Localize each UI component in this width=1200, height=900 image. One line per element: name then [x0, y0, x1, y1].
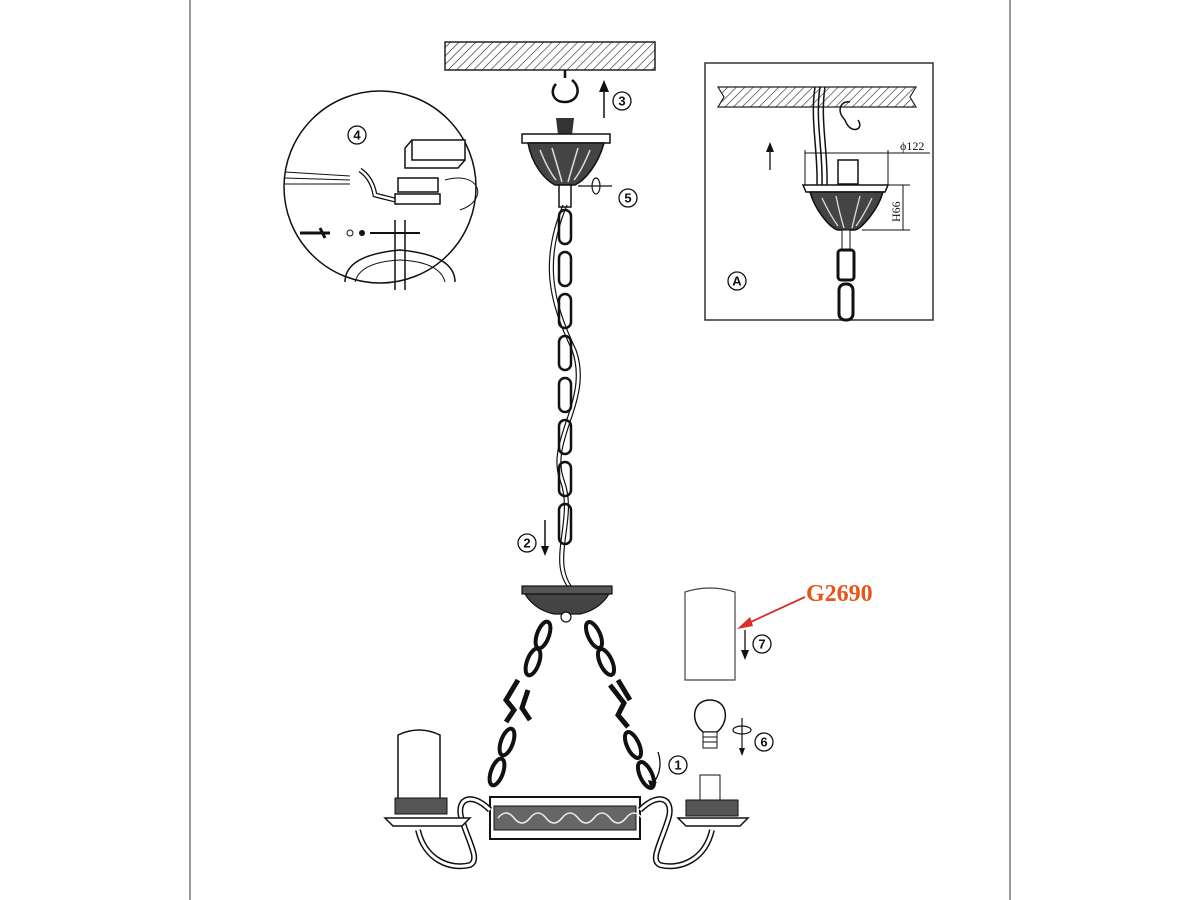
step-7-marker: 7 [752, 634, 772, 654]
down-arrow-icon [741, 630, 749, 660]
height-dimension: H66 [889, 201, 903, 222]
svg-text:5: 5 [624, 191, 631, 206]
shade-code-label: G2690 [806, 581, 873, 607]
ceiling-canopy [521, 118, 611, 208]
hanging-chain [557, 208, 573, 546]
right-arm-chain [583, 620, 657, 790]
wiring-detail-inset [283, 90, 479, 290]
ceiling-hook [551, 70, 579, 104]
left-candle-holder [383, 729, 472, 827]
down-arrow-icon [541, 520, 549, 556]
detail-a-marker: A [732, 274, 742, 289]
svg-text:2: 2 [523, 536, 530, 551]
step-5-marker: 5 [618, 188, 638, 208]
light-bulb-icon [694, 699, 726, 749]
svg-text:4: 4 [353, 128, 361, 143]
svg-text:7: 7 [758, 637, 765, 652]
power-cord [548, 204, 577, 591]
lower-canopy [521, 585, 613, 623]
canopy-dimension-inset: ϕ122 H66 A [704, 62, 934, 322]
ceiling [444, 41, 656, 71]
step-1-marker: 1 [668, 755, 688, 775]
svg-text:3: 3 [618, 94, 625, 109]
rotate-icon [732, 718, 752, 756]
step-6-marker: 6 [754, 732, 774, 752]
candle-shade [684, 587, 736, 681]
rotate-icon [578, 177, 612, 195]
decorative-band [489, 796, 643, 840]
step-2-marker: 2 [517, 533, 537, 553]
up-arrow-icon [599, 80, 609, 118]
step-4-marker: 4 [347, 125, 367, 145]
left-arm-chain [487, 619, 553, 788]
right-candle-holder [676, 774, 750, 827]
svg-text:1: 1 [674, 758, 681, 773]
svg-text:6: 6 [760, 735, 767, 750]
step-3-marker: 3 [612, 91, 632, 111]
pointer-arrow-icon [737, 596, 806, 629]
diameter-dimension: ϕ122 [900, 139, 924, 153]
